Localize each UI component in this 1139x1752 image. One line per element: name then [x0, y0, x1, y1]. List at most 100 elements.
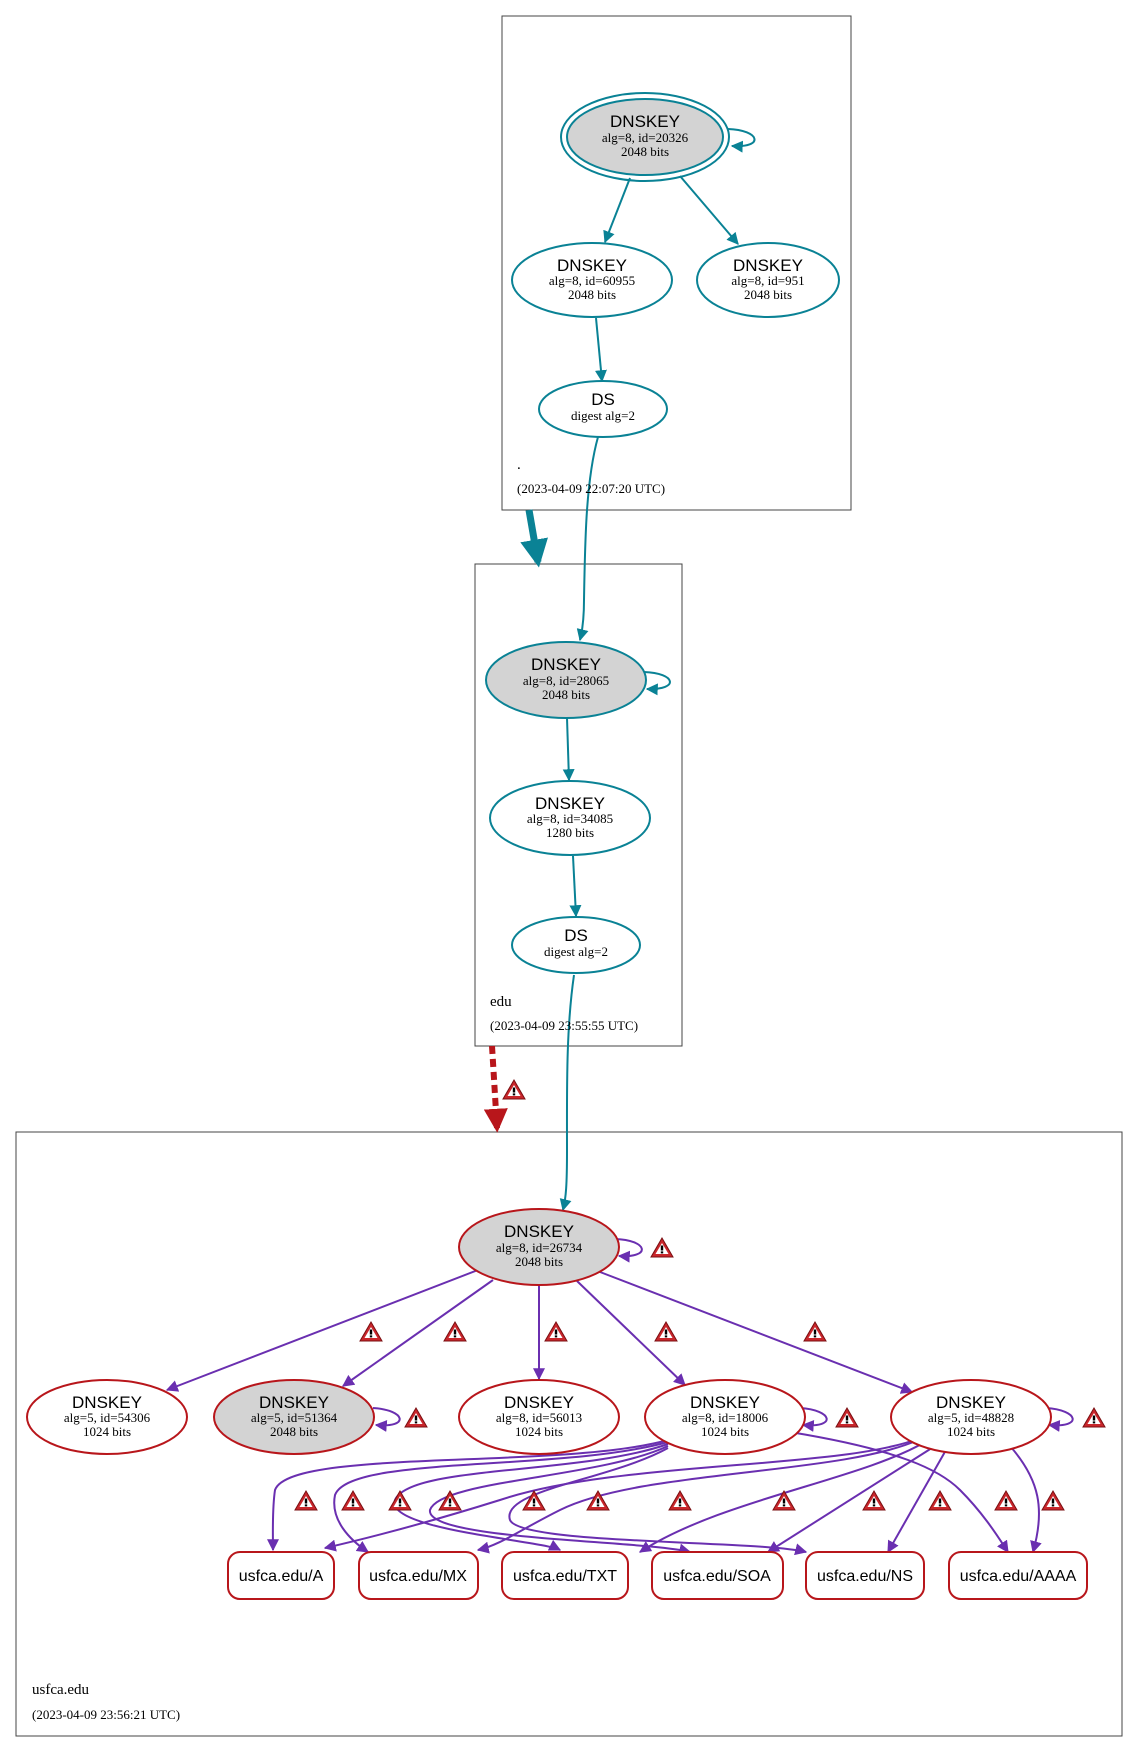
edge-usfca-ksk-k5 [599, 1271, 914, 1394]
edge-usfca-ksk-self [614, 1238, 643, 1263]
edge-usfca-k2-self [372, 1407, 401, 1432]
edge-root-ksk-self [727, 128, 756, 153]
node-edu-ksk[interactable]: DNSKEY alg=8, id=28065 2048 bits [485, 641, 647, 719]
node-usfca-k3[interactable]: DNSKEY alg=8, id=56013 1024 bits [458, 1379, 620, 1455]
node-usfca-k5-line1: alg=5, id=48828 [928, 1410, 1014, 1425]
rrset-txt[interactable]: usfca.edu/TXT [501, 1551, 629, 1600]
zone-edu-label: edu [490, 994, 512, 1010]
node-usfca-k5[interactable]: DNSKEY alg=5, id=48828 1024 bits [890, 1379, 1052, 1455]
zone-root-label: . [517, 457, 521, 473]
node-edu-ds[interactable]: DS digest alg=2 [511, 916, 641, 974]
node-root-ksk-line1: alg=8, id=20326 [602, 130, 689, 145]
node-usfca-k2[interactable]: DNSKEY alg=5, id=51364 2048 bits [213, 1379, 375, 1455]
edge-root-zsk1-ds [595, 317, 607, 383]
node-usfca-k4-line2: 1024 bits [701, 1424, 749, 1439]
node-root-zsk2-line1: alg=8, id=951 [731, 273, 804, 288]
node-edu-zsk-line1: alg=8, id=34085 [527, 811, 613, 826]
node-usfca-k1[interactable]: DNSKEY alg=5, id=54306 1024 bits [26, 1379, 188, 1455]
node-usfca-k1-title: DNSKEY [72, 1393, 142, 1412]
rrset-a[interactable]: usfca.edu/A [227, 1551, 335, 1600]
rrset-mx-label: usfca.edu/MX [369, 1568, 467, 1585]
node-root-ksk-title: DNSKEY [610, 112, 680, 131]
edge-k5-ns [887, 1449, 947, 1554]
node-edu-zsk[interactable]: DNSKEY alg=8, id=34085 1280 bits [489, 780, 651, 856]
rrset-aaaa[interactable]: usfca.edu/AAAA [948, 1551, 1088, 1600]
node-usfca-k3-line1: alg=8, id=56013 [496, 1410, 582, 1425]
edge-usfca-k4-self [799, 1407, 828, 1432]
node-usfca-ksk[interactable]: DNSKEY alg=8, id=26734 2048 bits [458, 1208, 620, 1286]
node-root-zsk2[interactable]: DNSKEY alg=8, id=951 2048 bits [696, 242, 840, 318]
node-root-ds-title: DS [591, 390, 615, 409]
edge-k5-txt [638, 1441, 926, 1553]
edge-edu-ksk-zsk [562, 717, 575, 782]
zone-usfca-label: usfca.edu [32, 1682, 90, 1698]
node-usfca-k5-line2: 1024 bits [947, 1424, 995, 1439]
node-usfca-k2-line1: alg=5, id=51364 [251, 1410, 338, 1425]
zone-edu-timestamp: (2023-04-09 23:55:55 UTC) [490, 1018, 638, 1033]
node-root-ds-line1: digest alg=2 [571, 408, 635, 423]
edge-k4-soa [428, 1445, 692, 1556]
node-root-ds[interactable]: DS digest alg=2 [538, 380, 668, 438]
zone-root-timestamp: (2023-04-09 22:07:20 UTC) [517, 481, 665, 496]
edge-edu-zsk-ds [569, 855, 582, 918]
edge-usfca-k5-self [1045, 1407, 1074, 1432]
node-usfca-k4-line1: alg=8, id=18006 [682, 1410, 769, 1425]
rrset-txt-label: usfca.edu/TXT [513, 1568, 617, 1585]
edge-k4-ns [508, 1447, 808, 1556]
edge-k4-a [266, 1439, 669, 1552]
node-edu-ds-title: DS [564, 926, 588, 945]
edge-k5-aaaa [1009, 1445, 1042, 1554]
edge-usfca-ksk-k1 [165, 1269, 479, 1392]
node-root-zsk1-line1: alg=8, id=60955 [549, 273, 635, 288]
node-edu-ksk-line2: 2048 bits [542, 687, 590, 702]
edge-k5-soa [766, 1445, 936, 1553]
rrset-a-label: usfca.edu/A [239, 1568, 324, 1585]
node-usfca-ksk-line2: 2048 bits [515, 1254, 563, 1269]
rrset-mx[interactable]: usfca.edu/MX [358, 1551, 479, 1600]
node-usfca-k1-line1: alg=5, id=54306 [64, 1410, 151, 1425]
edge-usfca-ksk-k4 [576, 1280, 686, 1386]
node-usfca-k3-line2: 1024 bits [515, 1424, 563, 1439]
node-usfca-k1-line2: 1024 bits [83, 1424, 131, 1439]
node-usfca-k4-title: DNSKEY [690, 1393, 760, 1412]
node-edu-zsk-line2: 1280 bits [546, 825, 594, 840]
edge-k4-aaaa [789, 1431, 1009, 1553]
node-root-zsk1-title: DNSKEY [557, 256, 627, 275]
delegation-warning-icon [502, 1079, 526, 1100]
node-usfca-ksk-line1: alg=8, id=26734 [496, 1240, 583, 1255]
node-edu-ds-line1: digest alg=2 [544, 944, 608, 959]
node-edu-ksk-title: DNSKEY [531, 655, 601, 674]
node-root-zsk1-line2: 2048 bits [568, 287, 616, 302]
rrset-soa-label: usfca.edu/SOA [663, 1568, 771, 1585]
edge-root-ds-edu-ksk [576, 436, 599, 642]
edge-edu-ds-usfca-ksk [559, 974, 575, 1212]
node-root-ksk-line2: 2048 bits [621, 144, 669, 159]
rrset-ns[interactable]: usfca.edu/NS [805, 1551, 925, 1600]
node-usfca-ksk-title: DNSKEY [504, 1222, 574, 1241]
edge-root-ksk-zsk1 [603, 177, 631, 244]
edge-k5-mx [476, 1439, 919, 1554]
delegation-root-edu-arrow [520, 509, 548, 568]
node-root-zsk1[interactable]: DNSKEY alg=8, id=60955 2048 bits [511, 242, 673, 318]
node-usfca-k2-title: DNSKEY [259, 1393, 329, 1412]
edge-k4-mx [333, 1441, 669, 1553]
zone-usfca-timestamp: (2023-04-09 23:56:21 UTC) [32, 1707, 180, 1722]
node-usfca-k2-line2: 2048 bits [270, 1424, 318, 1439]
edge-k5-a [323, 1437, 921, 1552]
edge-edu-ksk-self [643, 671, 671, 696]
node-edu-ksk-line1: alg=8, id=28065 [523, 673, 609, 688]
node-usfca-k3-title: DNSKEY [504, 1393, 574, 1412]
node-usfca-k4[interactable]: DNSKEY alg=8, id=18006 1024 bits [644, 1379, 806, 1455]
delegation-edu-usfca-arrow [483, 1045, 508, 1133]
node-root-zsk2-title: DNSKEY [733, 256, 803, 275]
node-root-zsk2-line2: 2048 bits [744, 287, 792, 302]
edge-root-ksk-zsk2 [679, 175, 739, 245]
rrset-soa[interactable]: usfca.edu/SOA [651, 1551, 784, 1600]
node-usfca-k5-title: DNSKEY [936, 1393, 1006, 1412]
node-root-ksk[interactable]: DNSKEY alg=8, id=20326 2048 bits [560, 92, 730, 182]
node-edu-zsk-title: DNSKEY [535, 794, 605, 813]
rrset-aaaa-label: usfca.edu/AAAA [960, 1568, 1077, 1585]
rrset-ns-label: usfca.edu/NS [817, 1568, 913, 1585]
edge-usfca-ksk-k2 [342, 1279, 494, 1387]
